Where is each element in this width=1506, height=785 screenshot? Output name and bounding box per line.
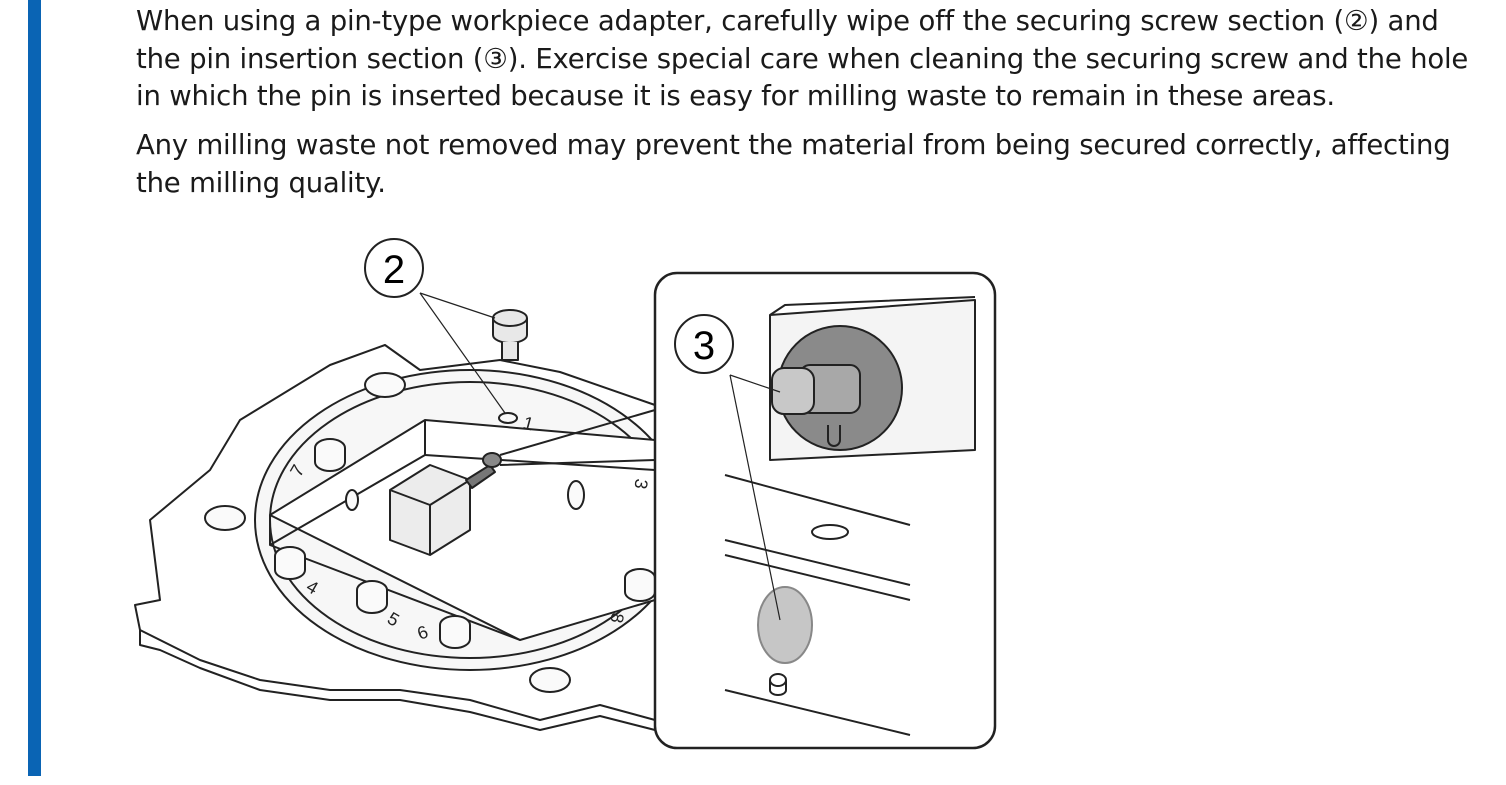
adapter-bosses (204, 372, 656, 693)
leader-lines (419, 292, 781, 621)
slot-number: 1 (521, 413, 536, 435)
inset-pin-block (769, 296, 976, 461)
adapter-outer-frame (134, 344, 656, 721)
warning-line-1: Any milling waste not removed may preven… (136, 129, 1451, 161)
callout-label-screw: 2 (383, 248, 405, 292)
instruction-line-3: in which the pin is inserted because it … (136, 80, 1335, 112)
instruction-line-1: When using a pin-type workpiece adapter,… (136, 5, 1439, 37)
cleaning-instruction-paragraph: When using a pin-type workpiece adapter,… (136, 3, 1506, 116)
instruction-line-2: the pin insertion section (③). Exercise … (136, 42, 1469, 75)
callout-circle-screw (364, 238, 424, 298)
callout-circle-pin (674, 314, 734, 374)
slot-number: 3 (630, 477, 651, 490)
callout-label-pin: 3 (693, 324, 715, 368)
inset-pin-hole (757, 586, 813, 664)
workpiece-adapter-illustration: 2 3 1 3 4 5 6 7 8 (134, 238, 997, 750)
pin-with-block (389, 452, 502, 556)
slot-number: 8 (606, 611, 627, 624)
note-accent-bar (28, 0, 41, 776)
securing-screw (492, 309, 528, 361)
zoom-connector-lines (499, 409, 656, 466)
warning-line-2: the milling quality. (136, 166, 386, 199)
warning-paragraph: Any milling waste not removed may preven… (136, 127, 1506, 202)
